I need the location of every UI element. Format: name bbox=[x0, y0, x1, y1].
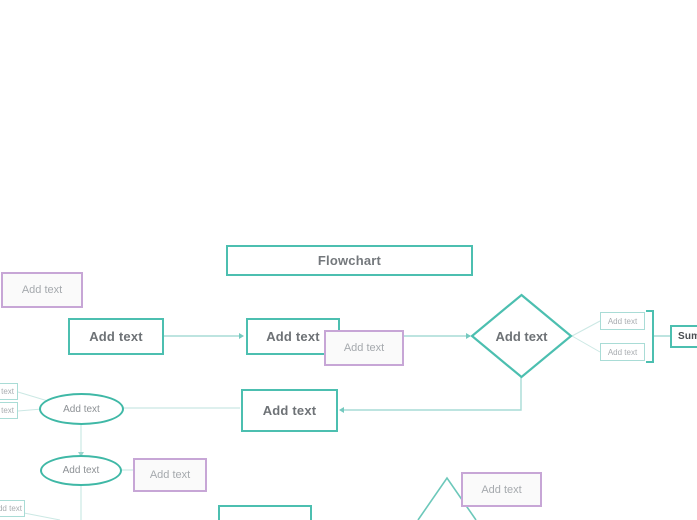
arrow-process2-to-decision bbox=[466, 333, 471, 339]
summary-node[interactable]: Summary bbox=[670, 325, 697, 348]
flowchart-title-node[interactable]: Flowchart bbox=[226, 245, 473, 276]
edge-label-left-2[interactable]: Add text bbox=[0, 402, 18, 419]
purple-node-lower-label: Add text bbox=[481, 483, 522, 496]
brace-bracket-icon bbox=[646, 310, 654, 363]
decision-node-1-label: Add text bbox=[495, 328, 548, 344]
branch-label-top[interactable]: Add text bbox=[600, 312, 645, 330]
purple-node-overlap[interactable]: Add text bbox=[324, 330, 404, 366]
process-node-2-label: Add text bbox=[266, 329, 320, 344]
rect-node-bottom[interactable] bbox=[218, 505, 312, 520]
purple-node-overlap-label: Add text bbox=[343, 342, 385, 354]
edge-label-left-1-text: Add text bbox=[0, 387, 14, 396]
edge-label-left-3-text: Add text bbox=[0, 504, 22, 513]
flowchart-title-label: Flowchart bbox=[317, 253, 382, 268]
branch-label-bottom[interactable]: Add text bbox=[600, 343, 645, 361]
edge-label-left-2-text: Add text bbox=[0, 406, 14, 415]
process-node-1[interactable]: Add text bbox=[68, 318, 164, 355]
process-node-3[interactable]: Add text bbox=[241, 389, 338, 432]
ellipse-node-2-label: Add text bbox=[62, 465, 100, 476]
ellipse-node-2[interactable]: Add text bbox=[40, 455, 122, 486]
ellipse-node-1-label: Add text bbox=[63, 403, 100, 415]
ellipse-node-1[interactable]: Add text bbox=[39, 393, 124, 425]
diamond-shape-icon bbox=[470, 293, 573, 379]
decision-node-1[interactable]: Add text bbox=[470, 293, 573, 379]
process-node-1-label: Add text bbox=[89, 329, 143, 344]
purple-node-mid-label: Add text bbox=[149, 469, 191, 481]
branch-label-top-text: Add text bbox=[607, 316, 638, 326]
edge-label-left-3[interactable]: Add text bbox=[0, 500, 25, 517]
edge-label-left-1[interactable]: Add text bbox=[0, 383, 18, 400]
arrow-process1-to-process2 bbox=[239, 333, 244, 339]
purple-node-mid[interactable]: Add text bbox=[133, 458, 207, 492]
purple-node-lower[interactable]: Add text bbox=[461, 472, 542, 507]
summary-node-label: Summary bbox=[678, 331, 697, 342]
purple-node-top-left-label: Add text bbox=[21, 284, 63, 296]
branch-label-bottom-text: Add text bbox=[607, 347, 638, 357]
process-node-3-label: Add text bbox=[262, 403, 317, 418]
purple-node-top-left[interactable]: Add text bbox=[1, 272, 83, 308]
arrow-decision-to-process3 bbox=[339, 407, 344, 413]
